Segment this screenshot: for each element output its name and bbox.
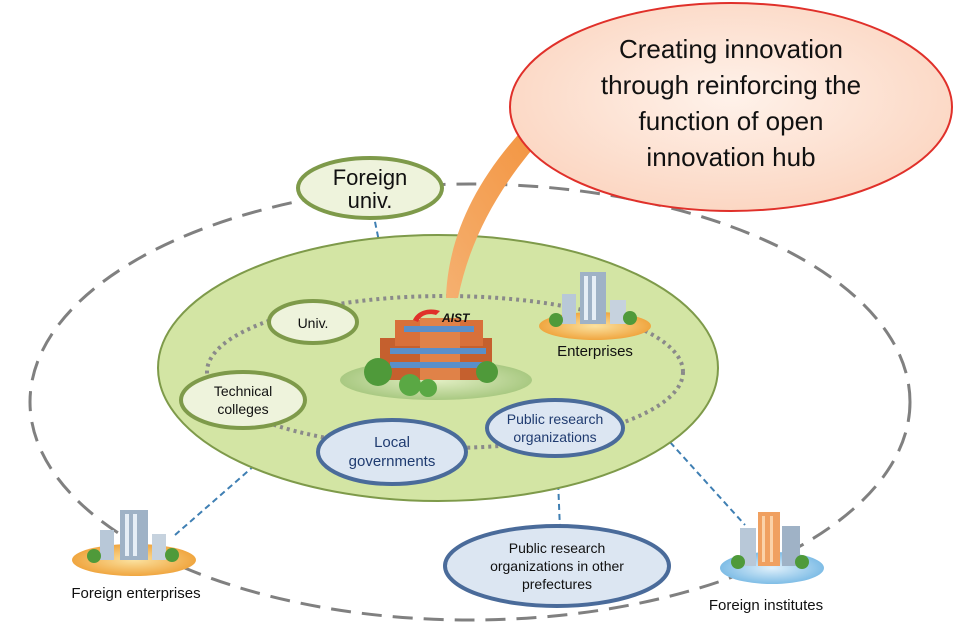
headline-line-1: Creating innovation bbox=[619, 34, 843, 64]
headline-bubble bbox=[509, 2, 953, 212]
foreign-institutes-building-illustration bbox=[720, 512, 824, 584]
headline-line-4: innovation hub bbox=[646, 142, 815, 172]
foreign-enterprises-label: Foreign enterprises bbox=[71, 585, 200, 602]
node-univ: Univ. bbox=[267, 299, 359, 345]
node-foreign-univ: Foreign univ. bbox=[296, 156, 444, 220]
public-research-line-1: Public research bbox=[507, 411, 604, 427]
headline-line-3: function of open bbox=[638, 106, 823, 136]
public-research-other-line-2: organizations in other bbox=[490, 558, 624, 574]
foreign-institutes-label: Foreign institutes bbox=[709, 597, 823, 614]
public-research-other-line-1: Public research bbox=[509, 540, 606, 556]
node-public-research-other-prefectures: Public research organizations in other p… bbox=[443, 524, 671, 608]
foreign-enterprises-building-illustration bbox=[72, 510, 196, 576]
technical-colleges-line-1: Technical bbox=[214, 383, 272, 399]
public-research-other-line-3: prefectures bbox=[522, 576, 592, 592]
local-governments-line-2: governments bbox=[349, 453, 436, 470]
univ-label: Univ. bbox=[298, 315, 329, 331]
enterprises-building-illustration bbox=[539, 272, 651, 340]
inner-dotted-loop bbox=[205, 294, 685, 450]
node-technical-colleges: Technical colleges bbox=[179, 370, 307, 430]
node-public-research: Public research organizations bbox=[485, 398, 625, 458]
aist-building-illustration bbox=[340, 318, 532, 400]
public-research-line-2: organizations bbox=[513, 429, 596, 445]
aist-logo: AIST bbox=[413, 309, 471, 325]
headline-text: Creating innovation through reinforcing … bbox=[601, 34, 861, 172]
connector-foreign-univ bbox=[372, 211, 393, 306]
technical-colleges-line-2: colleges bbox=[217, 401, 268, 417]
foreign-univ-line-2: univ. bbox=[348, 188, 393, 213]
headline-line-2: through reinforcing the bbox=[601, 70, 861, 100]
outer-network-boundary bbox=[28, 182, 912, 622]
node-local-governments: Local governments bbox=[316, 418, 468, 486]
enterprises-label: Enterprises bbox=[557, 343, 633, 360]
local-governments-line-1: Local bbox=[374, 434, 410, 451]
aist-logo-text: AIST bbox=[441, 311, 471, 325]
foreign-univ-line-1: Foreign bbox=[333, 165, 408, 190]
